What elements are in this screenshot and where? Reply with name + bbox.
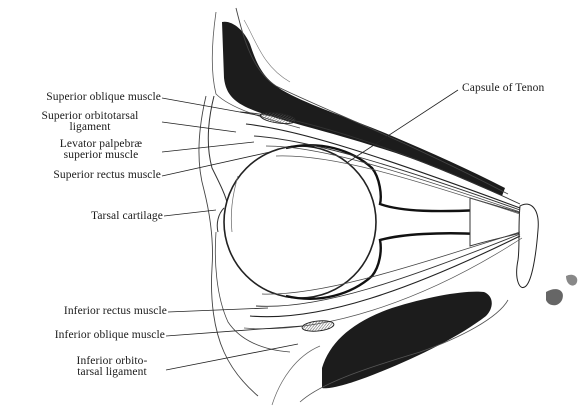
- maxilla-bone: [322, 292, 492, 389]
- label-inferior-orbitotarsal: Inferior orbito- tarsal ligament: [60, 356, 164, 378]
- upper-eyelid: [208, 96, 228, 206]
- inferior-oblique-section: [302, 319, 335, 332]
- label-inferior-oblique: Inferior oblique muscle: [0, 330, 165, 341]
- label-capsule-of-tenon: Capsule of Tenon: [462, 83, 544, 94]
- label-superior-oblique: Superior oblique muscle: [0, 92, 161, 103]
- eyeball: [224, 146, 376, 298]
- label-levator-line2: superior muscle: [40, 150, 162, 161]
- label-superior-rectus: Superior rectus muscle: [0, 170, 161, 181]
- label-levator-palpebrae: Levator palpebræ superior muscle: [40, 139, 162, 161]
- label-inferior-rectus: Inferior rectus muscle: [0, 306, 167, 317]
- label-superior-orbitotarsal: Superior orbitotarsal ligament: [20, 111, 160, 133]
- label-superior-orbitotarsal-line2: ligament: [20, 122, 160, 133]
- label-inferior-orbitotarsal-line2: tarsal ligament: [60, 367, 164, 378]
- optic-nerve: [470, 198, 524, 246]
- label-tarsal-cartilage: Tarsal cartilage: [0, 211, 163, 222]
